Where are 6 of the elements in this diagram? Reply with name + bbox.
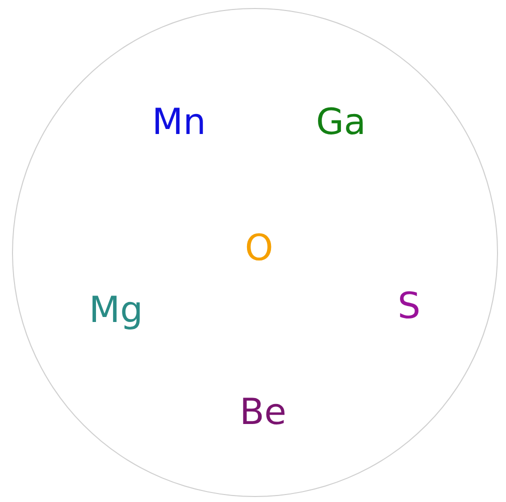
element-symbol: Mn <box>152 105 206 141</box>
element-symbol: Mg <box>89 293 143 329</box>
element-symbol: S <box>398 289 420 325</box>
element-symbol: Ga <box>316 105 366 141</box>
element-symbol: O <box>244 231 274 267</box>
element-symbol: Be <box>240 395 286 431</box>
